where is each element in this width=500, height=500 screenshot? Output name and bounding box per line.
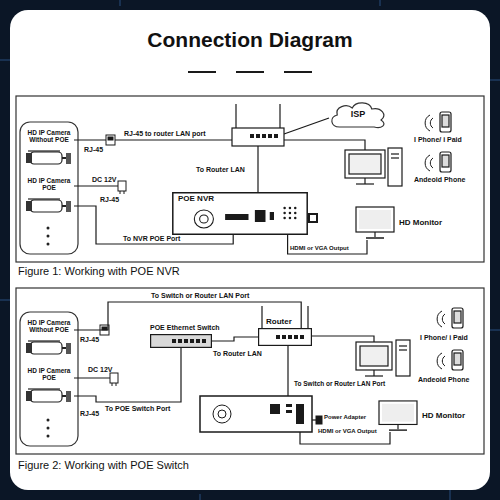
label-slot: Power Adapter bbox=[324, 414, 366, 421]
callout-label: RJ-45 bbox=[80, 336, 99, 344]
camera-node: HD IP Camera POE bbox=[24, 366, 74, 406]
callout-label: Andeoid Phone bbox=[414, 176, 465, 184]
camera-symbol bbox=[24, 198, 74, 216]
switch-shape bbox=[150, 334, 212, 348]
figure-caption: Figure 2: Working with POE Switch bbox=[18, 459, 189, 472]
router-box: Router bbox=[258, 328, 312, 346]
node-text: HD Monitor bbox=[399, 218, 439, 227]
callout-label: I Phone/ i Paid bbox=[414, 136, 462, 144]
label-slot: I Phone/ i Paid bbox=[414, 136, 462, 144]
label-slot: To Router LAN bbox=[196, 166, 245, 174]
label-slot: HDMI or VGA Output bbox=[290, 245, 349, 252]
callout-label: To Router LAN bbox=[196, 166, 245, 174]
node-text: HD IP Camera Without POE bbox=[24, 318, 74, 334]
label-slot: To Switch or Router LAN Port bbox=[294, 380, 385, 387]
node-text: HD IP Camera POE bbox=[24, 366, 74, 382]
figure-caption: Figure 1: Working with POE NVR bbox=[18, 265, 180, 278]
cable-connector bbox=[74, 206, 233, 244]
callout-label: DC 12V bbox=[88, 366, 113, 374]
callout-label: HDMI or VGA Output bbox=[290, 245, 349, 252]
label-slot: Andeoid Phone bbox=[414, 176, 465, 184]
node-text: HD IP Camera POE bbox=[24, 176, 74, 192]
monitor-node: HD Monitor bbox=[378, 400, 418, 432]
callout-label: RJ-45 bbox=[80, 410, 99, 418]
mon-shape bbox=[355, 206, 395, 240]
mon-shape bbox=[378, 400, 418, 432]
camera-symbol bbox=[24, 340, 74, 358]
label-slot: Connection Diagram bbox=[0, 28, 500, 52]
cable-connector bbox=[288, 235, 367, 254]
edge-label: To Switch or Router LAN Port bbox=[150, 292, 250, 300]
diagram-title: Connection Diagram bbox=[0, 28, 500, 52]
edge-label: To NVR POE Port bbox=[122, 235, 181, 243]
monitor-node: HD Monitor bbox=[355, 206, 395, 240]
callout-label: RJ-45 to router LAN port bbox=[124, 130, 206, 138]
camera-node: HD IP Camera POE bbox=[24, 176, 74, 216]
camera-node: HD IP Camera Without POE bbox=[24, 318, 74, 358]
cloud-node: ISP bbox=[328, 100, 388, 130]
node-text: POE Ethernet Switch bbox=[150, 324, 212, 332]
label-slot: DC 12V bbox=[92, 176, 117, 184]
label-slot: To Switch or Router LAN Port bbox=[150, 292, 250, 300]
label-slot: RJ-45 bbox=[100, 196, 119, 204]
label-slot: Andeoid Phone bbox=[418, 376, 469, 384]
label-slot: RJ-45 bbox=[84, 146, 103, 154]
callout-label: RJ-45 bbox=[100, 196, 119, 204]
label-slot: DC 12V bbox=[88, 366, 113, 374]
switch-box: POE Ethernet Switch bbox=[150, 334, 212, 348]
label-slot: To POE Switch Port bbox=[104, 405, 171, 413]
label-slot: To Router LAN bbox=[212, 350, 263, 358]
node-text: ISP bbox=[328, 100, 388, 119]
label-slot: RJ-45 bbox=[80, 336, 99, 344]
callout-label: I Phone/ i Paid bbox=[420, 334, 468, 342]
camera-node: HD IP Camera Without POE bbox=[24, 128, 74, 168]
callout-label: DC 12V bbox=[92, 176, 117, 184]
label-slot: RJ-45 to router LAN port bbox=[124, 130, 206, 138]
callout-label: To Switch or Router LAN Port bbox=[294, 380, 385, 387]
camera-symbol bbox=[24, 150, 74, 168]
cable-connector bbox=[74, 348, 181, 402]
callout-label: Power Adapter bbox=[324, 414, 366, 421]
callout-label: HDMI or VGA Output bbox=[318, 428, 377, 435]
label-slot: I Phone/ i Paid bbox=[420, 334, 468, 342]
cable-connector bbox=[212, 337, 258, 341]
label-slot: RJ-45 bbox=[80, 410, 99, 418]
nvr-box: POE NVR bbox=[172, 192, 308, 235]
label-slot: HDMI or VGA Output bbox=[318, 428, 377, 435]
router-shape bbox=[258, 328, 312, 346]
label-slot: Figure 1: Working with POE NVR bbox=[18, 265, 180, 278]
node-text: Router bbox=[266, 317, 312, 326]
callout-label: RJ-45 bbox=[84, 146, 103, 154]
edge-label: To Router LAN bbox=[212, 350, 263, 358]
camera-symbol bbox=[24, 388, 74, 406]
node-text: POE NVR bbox=[172, 192, 308, 203]
label-slot: To NVR POE Port bbox=[122, 235, 181, 243]
node-text: HD Monitor bbox=[422, 411, 462, 420]
callout-label: Andeoid Phone bbox=[418, 376, 469, 384]
label-slot: Figure 2: Working with POE Switch bbox=[18, 459, 189, 472]
edge-label: To POE Switch Port bbox=[104, 405, 171, 413]
node-text: HD IP Camera Without POE bbox=[24, 128, 74, 144]
